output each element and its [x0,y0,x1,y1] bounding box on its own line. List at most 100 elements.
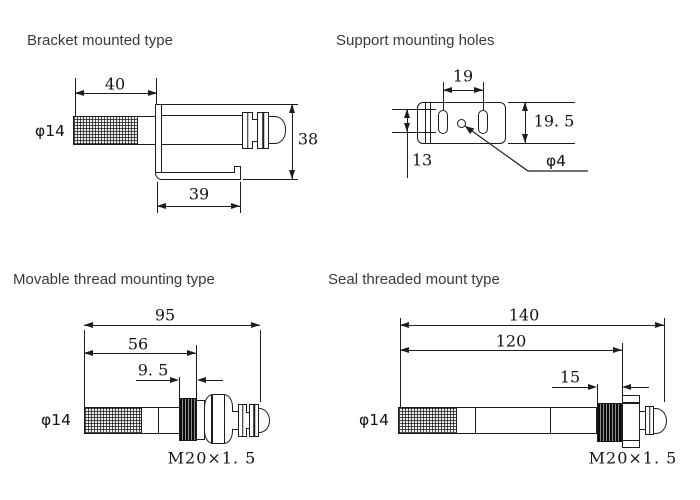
seal-hex-nut [622,395,640,448]
movable-probe-knurl [84,407,142,434]
dim-line [84,325,260,326]
bracket-probe-tube [161,115,244,145]
ext-line [157,182,158,213]
bracket-gland-neck [252,119,258,142]
dim-label-diameter: φ14 [359,411,389,429]
ext-line [664,318,665,402]
movable-gland-neck-2 [246,412,250,429]
dim-label-diameter: φ14 [41,411,71,429]
arrowhead [84,349,93,356]
dim-line [292,104,293,179]
arrowhead [613,346,622,353]
movable-thread-section [179,398,197,441]
dim-line [400,325,664,326]
dim-label-thread-length: 15 [559,367,581,387]
support-slot-left [438,110,448,134]
arrowhead [170,376,179,383]
ext-line [508,102,575,103]
support-fold-line [425,103,426,143]
arrowhead [84,321,93,328]
ext-line [400,318,401,407]
arrowhead [622,383,631,390]
bracket-probe-knurl [73,116,138,145]
seal-thread-section [597,403,622,442]
ext-line [162,104,298,105]
dim-leader [136,380,170,381]
ext-line [392,109,436,110]
dim-label-thread-spec: M20×1. 5 [588,448,678,468]
dim-leader [631,387,649,388]
dim-label-slot-length: 13 [411,150,433,170]
ext-line [84,330,85,407]
arrowhead [251,321,260,328]
dim-label-diameter: φ14 [35,122,65,140]
dim-line [157,206,240,207]
dim-label-height: 38 [297,129,319,149]
dim-line [525,102,526,143]
support-drawing-title: Support mounting holes [336,32,495,49]
ext-line [622,343,623,395]
dim-label-plate-height: 19. 5 [533,111,575,131]
bracket-drawing-title: Bracket mounted type [27,32,173,49]
dim-line [407,109,408,178]
shaft-joint-line [475,408,476,433]
bracket-probe-shaft [137,116,157,145]
dim-label-top-width: 40 [104,74,126,94]
dim-label-bottom-width: 39 [188,184,210,204]
arrowhead [403,123,410,132]
seal-gland-neck [640,411,646,430]
ext-line [75,78,76,116]
arrowhead [443,86,452,93]
arrowhead [157,202,166,209]
bracket-plate-lip [234,166,241,173]
dim-leader [206,380,223,381]
support-center-hole [457,119,466,128]
ext-line [483,82,484,110]
shaft-joint-line [158,408,159,433]
dim-line [75,93,157,94]
dim-label-length-to-thread: 56 [127,334,149,354]
movable-gland-body [204,394,233,444]
dim-line [84,353,196,354]
support-slot-right [478,110,488,134]
seal-drawing-title: Seal threaded mount type [328,271,500,288]
dim-label-length-to-thread: 120 [495,331,527,351]
dim-leader [552,387,588,388]
arrowhead [187,349,196,356]
leader-line [464,125,588,172]
seal-probe-shaft [456,407,597,434]
ext-line [508,143,575,144]
ext-line [179,377,180,398]
arrowhead [75,89,84,96]
arrowhead [288,104,295,113]
ext-line [240,182,241,213]
movable-gland-neck [232,411,239,430]
dim-line [400,350,622,351]
movable-probe-shaft [141,407,180,434]
ext-line [443,82,444,110]
dim-label-hole-diameter: φ4 [545,152,567,170]
ext-line [243,179,298,180]
bracket-plate-vertical [155,104,162,173]
bracket-cable-cap [268,116,286,144]
dim-label-thread-spec: M20×1. 5 [167,448,257,468]
ext-line [597,384,598,403]
arrowhead [148,89,157,96]
movable-drawing-title: Movable thread mounting type [13,271,215,288]
dim-line [443,90,483,91]
dim-label-overall-length: 95 [154,305,176,325]
arrowhead [403,109,410,118]
arrowhead [521,102,528,111]
arrowhead [588,383,597,390]
ext-line [392,132,436,133]
seal-probe-knurl [398,407,457,434]
seal-cable-cap [653,408,667,434]
arrowhead [400,346,409,353]
dim-label-overall-length: 140 [508,305,540,325]
arrowhead [197,376,206,383]
ext-line [260,330,261,402]
shaft-joint-line [550,408,551,433]
arrowhead [400,321,409,328]
dim-label-thread-length: 9. 5 [137,360,169,380]
